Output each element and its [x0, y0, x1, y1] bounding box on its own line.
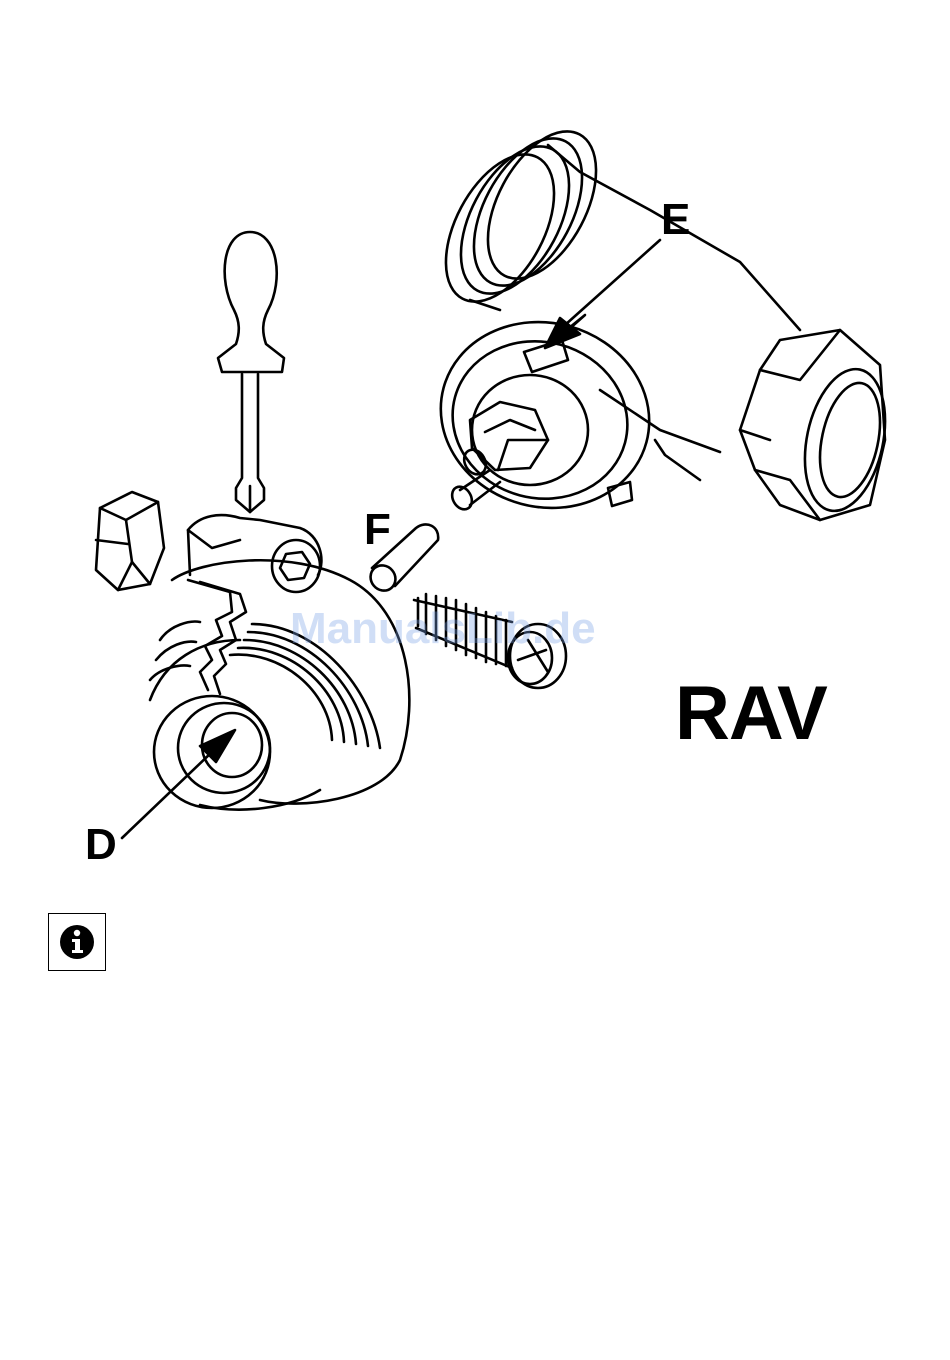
watermark: ManualsLib.de	[290, 604, 596, 654]
pointer-arrow-e	[545, 240, 660, 348]
valve-body	[420, 114, 897, 531]
screwdriver	[218, 232, 284, 512]
label-e: E	[661, 198, 690, 242]
info-icon	[49, 914, 105, 970]
adapter-ring	[150, 515, 409, 809]
model-name: RAV	[675, 676, 827, 752]
info-box	[48, 913, 106, 971]
hex-nut-left	[96, 492, 164, 590]
label-f: F	[364, 508, 391, 552]
label-d: D	[85, 823, 117, 867]
